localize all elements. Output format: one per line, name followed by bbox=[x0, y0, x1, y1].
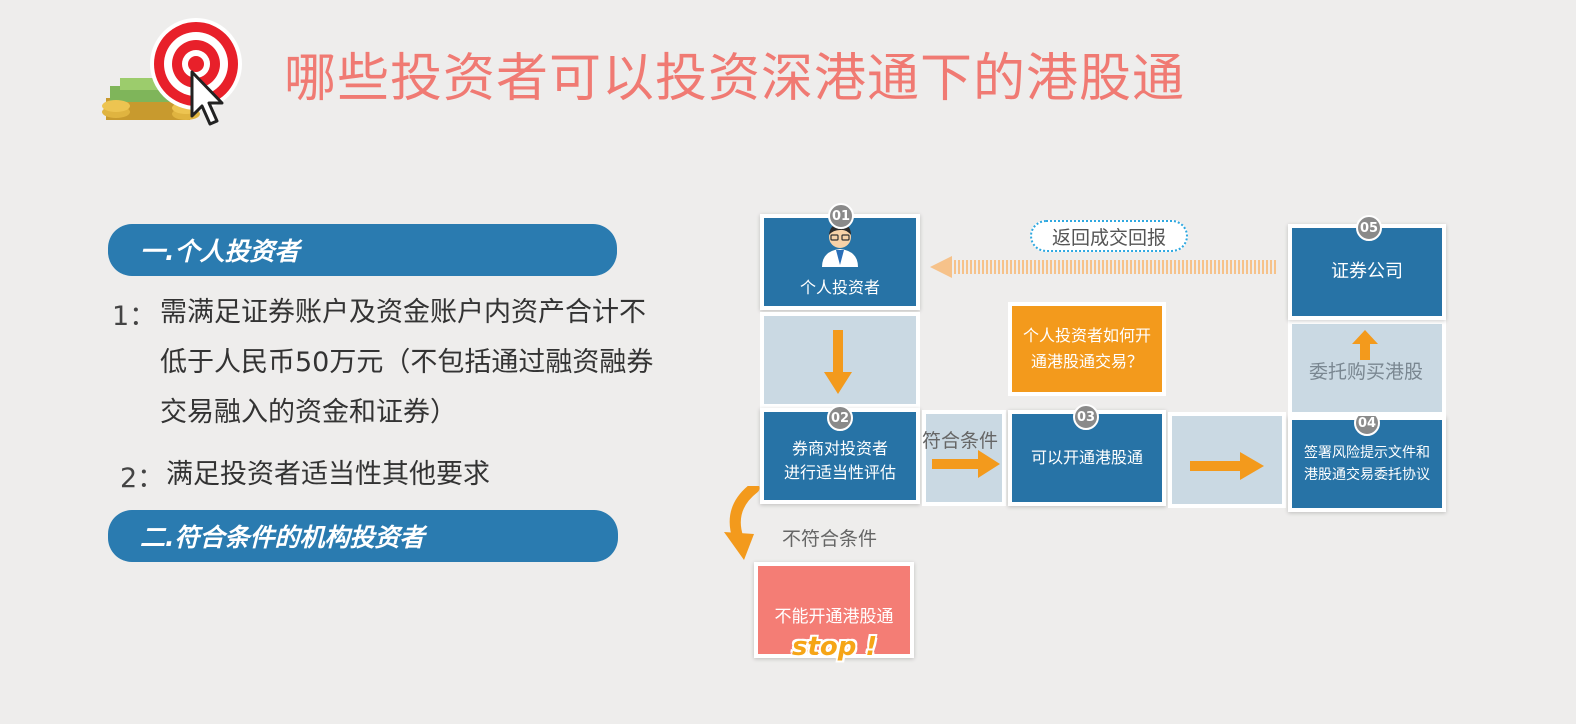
curved-arrow-down-icon bbox=[718, 482, 774, 570]
point-line: 低于人民币50万元（不包括通过融资融券 bbox=[160, 347, 654, 378]
question-line: 个人投资者如何开 bbox=[1022, 326, 1151, 345]
stop-tag: stop ! bbox=[792, 632, 878, 662]
step-label-line: 券商对投资者 bbox=[791, 439, 888, 458]
step-number-badge: 01 bbox=[828, 203, 854, 229]
arrow-down-icon bbox=[822, 330, 854, 400]
page-title: 哪些投资者可以投资深港通下的港股通 bbox=[284, 49, 1186, 109]
point-text-1: 需满足证券账户及资金账户内资产合计不 低于人民币50万元（不包括通过融资融券 交… bbox=[160, 288, 653, 438]
point-text-2: 满足投资者适当性其他要求 bbox=[166, 459, 490, 490]
delegate-label: 委托购买港股 bbox=[1309, 361, 1424, 383]
step-number-badge: 05 bbox=[1356, 215, 1382, 241]
connector-panel bbox=[1168, 412, 1286, 508]
arrow-up-icon bbox=[1352, 330, 1378, 364]
point-line: 交易融入的资金和证券） bbox=[160, 397, 457, 428]
pass-label: 符合条件 bbox=[922, 430, 999, 452]
section-heading-individual: 一.个人投资者 bbox=[108, 224, 617, 276]
point-number: 1： bbox=[112, 301, 157, 332]
person-icon bbox=[818, 219, 862, 274]
arrow-right-icon bbox=[932, 450, 1000, 482]
fail-label: 不符合条件 bbox=[782, 528, 878, 550]
target-money-cursor-icon bbox=[100, 16, 250, 128]
step-number-badge: 02 bbox=[827, 405, 853, 431]
point-number: 2： bbox=[120, 463, 165, 494]
connector-panel bbox=[922, 410, 1006, 506]
arrow-right-icon bbox=[1190, 452, 1264, 484]
feedback-label: 返回成交回报 bbox=[1030, 220, 1188, 252]
arrow-left-icon bbox=[930, 256, 1276, 284]
step-label-line: 港股通交易委托协议 bbox=[1304, 467, 1430, 483]
point-line: 需满足证券账户及资金账户内资产合计不 bbox=[160, 297, 646, 328]
step-number-badge: 03 bbox=[1073, 404, 1099, 430]
reject-box: 不能开通港股通 bbox=[754, 562, 914, 658]
step-label-line: 进行适当性评估 bbox=[783, 463, 896, 482]
section-heading-institutional: 二.符合条件的机构投资者 bbox=[108, 510, 618, 562]
question-box: 个人投资者如何开 通港股通交易？ bbox=[1008, 302, 1166, 396]
step-label: 个人投资者 bbox=[799, 278, 880, 297]
question-line: 通港股通交易？ bbox=[1030, 352, 1143, 371]
step-3-can-open: 可以开通港股通 bbox=[1008, 410, 1166, 506]
step-label-line: 签署风险提示文件和 bbox=[1304, 445, 1430, 461]
